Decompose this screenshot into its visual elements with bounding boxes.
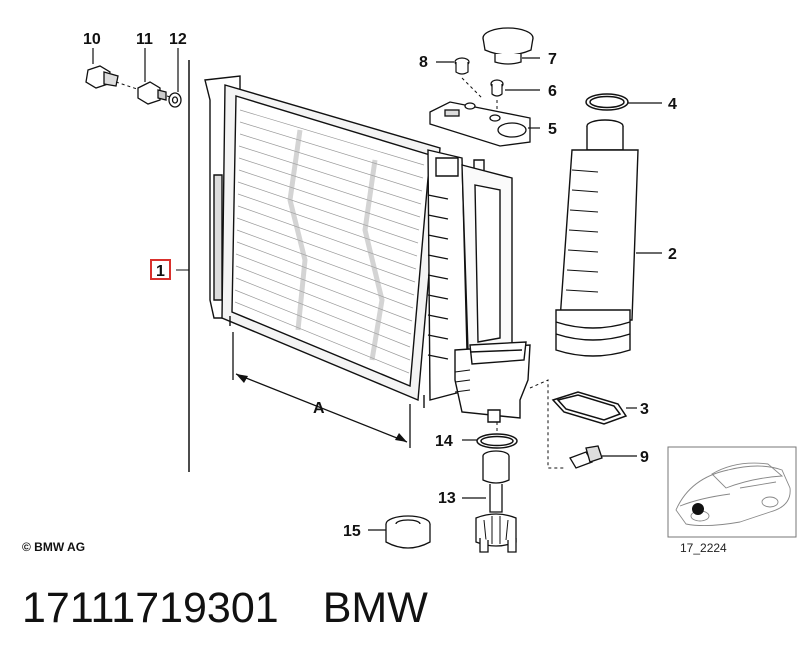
dimension-a-label: A [313,400,325,417]
connector-part-13 [475,450,517,553]
screw-part-6 [490,79,504,97]
part-number: 17111719301 [22,584,279,632]
callout-9: 9 [640,449,649,466]
copyright-notice: © BMW AG [22,540,86,554]
o-ring-part-14 [476,433,518,449]
gasket-part-3 [551,391,628,425]
dimension-a [232,332,411,448]
drain-plug-part-9 [569,445,603,469]
callout-3: 3 [640,401,649,418]
radiator-part [204,75,531,423]
cap-part-7 [482,27,534,65]
callout-7: 7 [548,51,557,68]
sleeve-part-15 [385,515,431,549]
vehicle-location-inset [667,446,797,538]
callout-6: 6 [548,83,557,100]
radiator-location-dot [692,503,704,515]
expansion-tank-part-2 [555,119,639,357]
callout-5: 5 [548,121,557,138]
callout-15: 15 [343,523,361,540]
callout-8: 8 [419,54,428,71]
callout-12: 12 [169,31,187,48]
callout-1: 1 [156,263,165,280]
callout-13: 13 [438,490,456,507]
washer-part-12 [168,92,182,108]
callout-1-highlight [150,259,171,280]
sensor-part-11 [137,81,167,105]
brand-name: BMW [322,584,428,632]
sensor-part-10 [85,65,119,89]
inset-code: 17_2224 [680,541,727,555]
callout-11: 11 [136,31,153,48]
o-ring-part-4 [585,93,629,111]
bracket-part-5 [429,101,531,147]
callout-2: 2 [668,246,677,263]
callout-4: 4 [668,96,677,113]
part-number-line: 17111719301 BMW [22,584,428,633]
screw-part-8 [454,57,470,75]
callout-14: 14 [435,433,453,450]
callout-10: 10 [83,31,101,48]
